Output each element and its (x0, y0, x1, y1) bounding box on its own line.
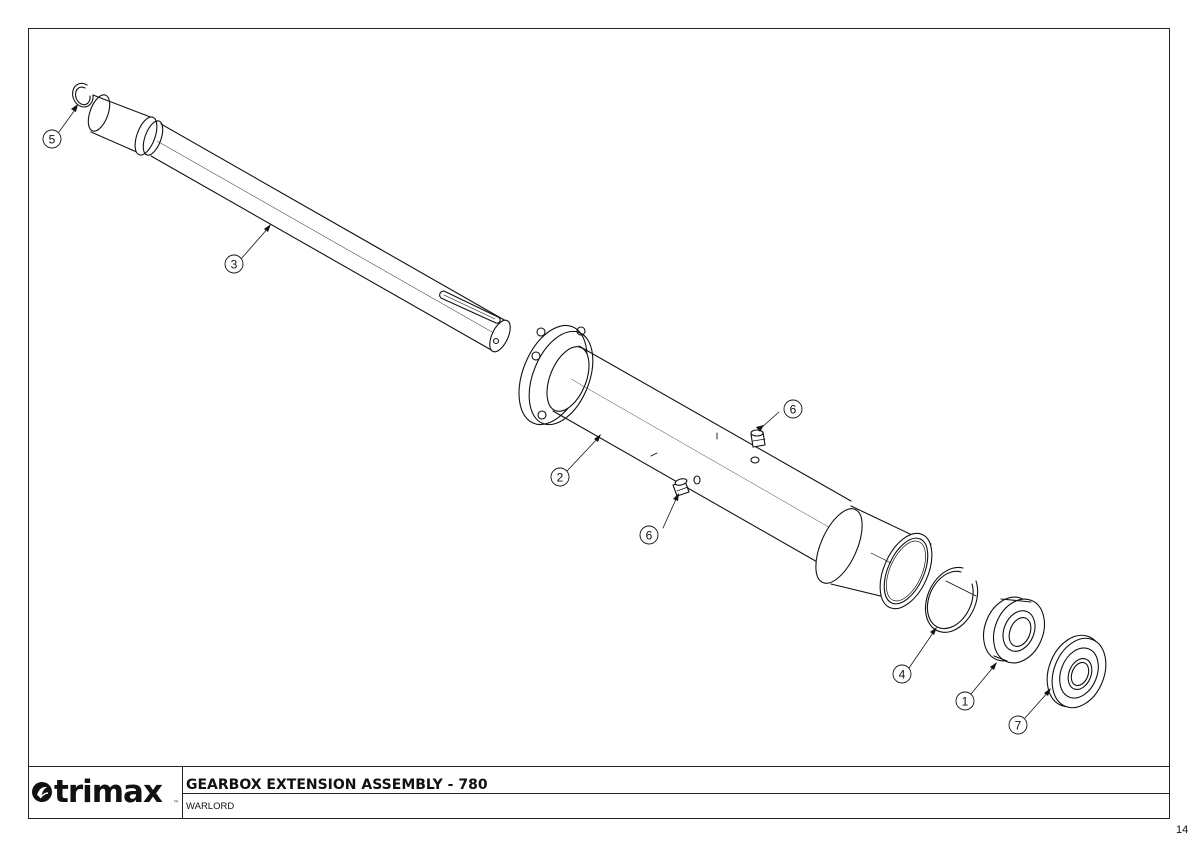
logo-cell: trimax ™ (28, 767, 183, 819)
title-block: trimax ™ GEARBOX EXTENSION ASSEMBLY - 78… (28, 766, 1170, 819)
callout-3-label: 3 (231, 258, 238, 272)
grease-nipple-upper (750, 429, 766, 448)
page-number: 14 (1176, 824, 1189, 836)
callout-1-label: 1 (962, 695, 969, 709)
brand-logo-text: trimax (54, 774, 163, 810)
callout-7-label: 7 (1015, 719, 1022, 733)
callout-6-lower: 6 (639, 525, 659, 545)
callout-5-label: 5 (49, 133, 56, 147)
leader-lines (58, 106, 1050, 719)
trademark-mark: ™ (173, 800, 179, 807)
callout-4-label: 4 (899, 668, 906, 682)
callout-6-upper-label: 6 (790, 403, 797, 417)
title-cell: GEARBOX EXTENSION ASSEMBLY - 780 WARLORD (183, 767, 1170, 819)
leader-arrowheads (71, 104, 1051, 696)
callout-2-label: 2 (557, 471, 564, 485)
title-divider (183, 793, 1170, 794)
bearing (982, 596, 1046, 664)
callout-4: 4 (892, 664, 912, 684)
callout-1: 1 (955, 691, 975, 711)
exploded-assembly-drawing: 5 3 2 6 6 4 1 7 (42, 82, 1107, 735)
shaft (87, 94, 511, 353)
internal-circlip (924, 566, 979, 633)
callout-6-upper: 6 (783, 399, 803, 419)
callout-7: 7 (1008, 715, 1028, 735)
external-circlip (72, 82, 94, 108)
callout-6-lower-label: 6 (646, 529, 653, 543)
callout-3: 3 (224, 254, 244, 274)
model-name: WARLORD (186, 801, 235, 812)
grease-nipple-lower (672, 478, 690, 497)
drawing-frame: 5 3 2 6 6 4 1 7 (28, 28, 1170, 819)
callout-2: 2 (550, 467, 570, 487)
trimax-logo-icon (32, 782, 52, 802)
seal (1046, 634, 1107, 709)
callout-5: 5 (42, 129, 62, 149)
assembly-title: GEARBOX EXTENSION ASSEMBLY - 780 (186, 777, 488, 793)
